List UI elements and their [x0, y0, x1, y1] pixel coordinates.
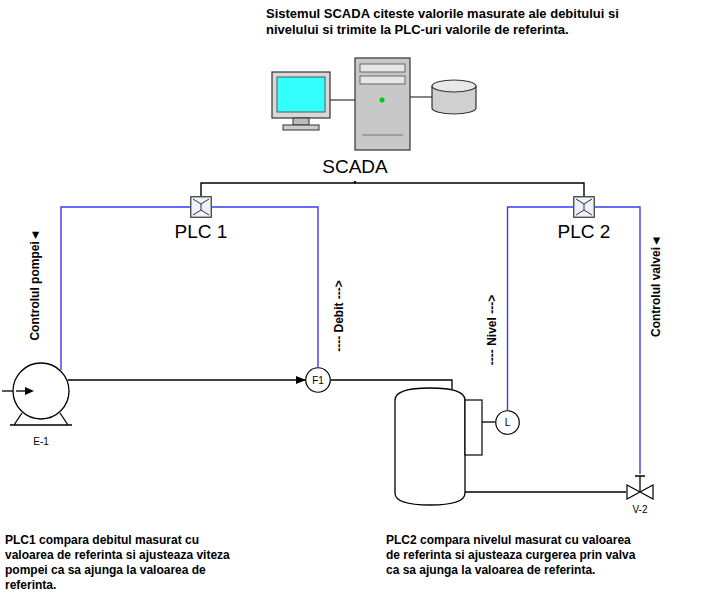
flow-meter: F1 — [305, 367, 331, 393]
network-cables-part — [330, 99, 355, 100]
workstation-monitor-part — [277, 77, 325, 112]
plc-unit: PLC 1 — [168, 196, 234, 243]
workstation-monitor-part — [293, 118, 309, 125]
pump-outline — [12, 362, 70, 420]
network-cables — [330, 97, 432, 100]
storage-tank-part — [465, 400, 482, 455]
plc-io-icon — [573, 196, 595, 218]
workstation-monitor-part — [283, 125, 319, 130]
explanation-note: PLC2 compara nivelul masurat cu valoarea… — [386, 533, 636, 578]
server-tower-part — [362, 135, 403, 136]
server-tower — [355, 58, 410, 150]
process-pipes — [331, 380, 626, 492]
database-disk — [432, 80, 476, 114]
system-name: SCADA — [300, 156, 410, 178]
signal-line — [212, 207, 318, 367]
server-tower-part — [380, 98, 385, 103]
server-tower-part — [360, 64, 405, 72]
pump-arrow — [25, 387, 34, 395]
plc-io-icon — [190, 196, 212, 218]
storage-tank — [395, 388, 482, 505]
instrument-tag: F1 — [312, 375, 324, 386]
storage-tank-part — [395, 388, 465, 505]
signal-label: ---- Nivel ---> — [485, 295, 499, 365]
signal-line — [61, 207, 190, 370]
signal-line — [595, 207, 640, 474]
process-pipes-part — [482, 421, 495, 422]
network-cables-part — [410, 96, 432, 97]
control-valve: V-2 — [626, 474, 654, 500]
server-tower-part — [355, 58, 410, 150]
signal-label: ---- Debit ---> — [332, 280, 346, 352]
plc-name: PLC 1 — [168, 221, 234, 243]
signal-label: Controlul pompei◄ — [28, 229, 42, 340]
plc-icon-frame — [574, 197, 595, 218]
instrument-tag: L — [505, 417, 511, 428]
process-line — [68, 379, 305, 380]
plc-icon-mark — [193, 199, 209, 215]
pump-casing — [13, 363, 69, 419]
equipment-tag: V-2 — [616, 504, 664, 516]
workstation-monitor-part — [272, 72, 330, 118]
instrument-circle — [306, 368, 331, 393]
database-disk-part — [432, 80, 476, 92]
plc-unit: PLC 2 — [551, 196, 617, 243]
title-note: Sistemul SCADA citeste valorile masurate… — [266, 6, 638, 38]
plc-name: PLC 2 — [551, 221, 617, 243]
explanation-note: PLC1 compara debitul masurat cu valoarea… — [5, 533, 249, 593]
workstation-monitor — [272, 72, 330, 130]
scada-label: SCADA — [300, 156, 410, 181]
instrument-circle — [496, 411, 520, 435]
valve-stem — [635, 476, 645, 492]
process-line — [355, 181, 584, 196]
equipment-tag: E-1 — [12, 436, 70, 448]
pump-symbol: E-1 — [12, 362, 70, 420]
server-tower-part — [360, 76, 405, 84]
level-sensor: L — [495, 410, 520, 435]
valve-symbol — [626, 474, 654, 500]
process-line — [201, 181, 355, 196]
plc-icon-frame — [191, 197, 212, 218]
signal-label: Controlul valvei◄ — [649, 235, 663, 337]
plc-icon-mark — [576, 199, 592, 215]
process-pipes-part — [465, 491, 626, 492]
